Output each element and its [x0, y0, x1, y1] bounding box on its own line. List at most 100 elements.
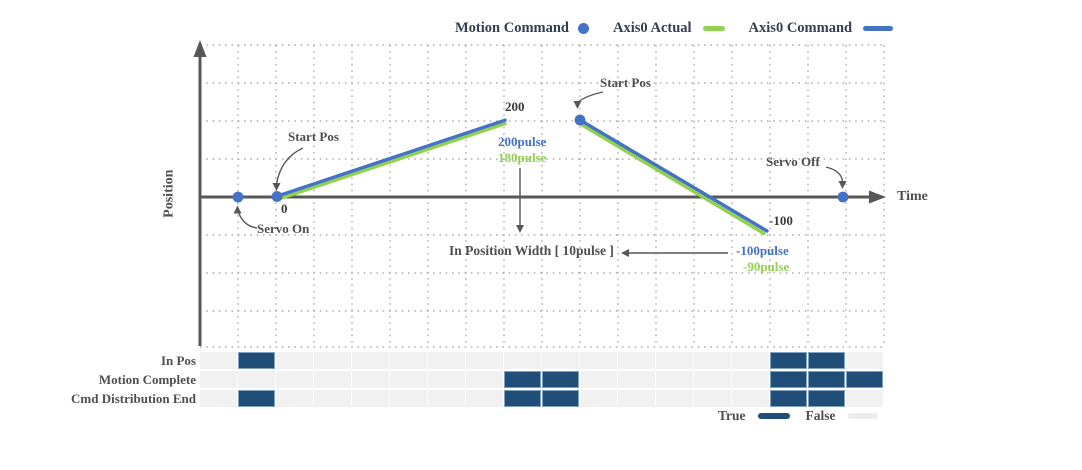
origin-value: 0	[281, 201, 288, 216]
true-swatch-icon	[757, 413, 790, 419]
signal-cell-false	[618, 371, 655, 388]
signal-cell-false	[390, 390, 427, 407]
signal-cell-false	[656, 371, 693, 388]
start-pos-1-label: Start Pos	[288, 129, 339, 144]
signal-cell-false	[618, 390, 655, 407]
signal-cell-false	[428, 352, 465, 369]
annotation-arrowheads	[233, 101, 847, 257]
servo-on-arrow	[237, 210, 258, 229]
signal-cell-false	[580, 352, 617, 369]
signal-cell-true	[770, 352, 807, 369]
actual-pulse-2-label: -90pulse	[743, 259, 790, 274]
signal-cell-true	[504, 390, 541, 407]
signal-cell-false	[542, 352, 579, 369]
signal-cell-true	[808, 371, 845, 388]
servo-on-label: Servo On	[257, 221, 310, 236]
y-axis-arrow-icon	[193, 40, 207, 57]
start-pos-1-dot	[271, 191, 283, 202]
signal-cell-true	[238, 390, 275, 407]
signal-label-motion-complete: Motion Complete	[98, 372, 196, 387]
signal-cell-true	[770, 390, 807, 407]
in-position-width-label: In Position Width [ 10pulse ]	[449, 243, 614, 258]
false-label: False	[805, 408, 836, 423]
annotation-arrows	[237, 91, 844, 254]
signal-row	[200, 371, 883, 388]
signal-label-cmd-distribution-end: Cmd Distribution End	[71, 391, 196, 406]
y-axis-label: Position	[161, 169, 177, 218]
signal-cell-false	[732, 352, 769, 369]
signal-cell-false	[466, 371, 503, 388]
actual-pulse-1-label: 180pulse	[498, 150, 547, 165]
signal-cell-true	[504, 371, 541, 388]
signal-cell-true	[770, 371, 807, 388]
legend-item-motion-command: Motion Command	[455, 20, 589, 37]
start-pos-2-dot	[574, 114, 586, 126]
legend-item-axis0-command: Axis0 Command	[749, 20, 894, 37]
arrowhead-icon	[233, 205, 242, 214]
command-pulse-2-label: -100pulse	[736, 243, 789, 258]
signal-cell-false	[200, 371, 237, 388]
signal-row	[200, 390, 883, 407]
signal-cell-true	[808, 390, 845, 407]
signal-cell-false	[580, 390, 617, 407]
signal-cell-false	[504, 352, 541, 369]
signal-label-in-pos: In Pos	[160, 353, 196, 368]
signal-cell-false	[846, 390, 883, 407]
signal-cell-false	[314, 390, 351, 407]
arrowhead-icon	[516, 225, 524, 233]
signal-cell-false	[694, 371, 731, 388]
signal-cell-false	[276, 371, 313, 388]
command-pulse-1-label: 200pulse	[498, 134, 547, 149]
legend-green-line-icon	[702, 26, 725, 31]
x-axis-arrow-icon	[869, 190, 886, 204]
start-pos-2-label: Start Pos	[600, 75, 651, 90]
signal-cell-false	[656, 390, 693, 407]
signal-cell-true	[542, 371, 579, 388]
axis0-command-line-1	[275, 118, 507, 198]
signal-cell-false	[390, 352, 427, 369]
false-swatch-icon	[847, 413, 878, 419]
signal-cell-true	[808, 352, 845, 369]
start-pos-1-arrow	[275, 147, 304, 185]
arrowhead-icon	[573, 101, 582, 109]
signal-cell-false	[200, 352, 237, 369]
arrowhead-icon	[838, 181, 847, 189]
signal-cell-false	[656, 352, 693, 369]
signal-cell-false	[352, 371, 389, 388]
start-pos-2-arrow	[578, 91, 604, 103]
signal-cell-false	[694, 390, 731, 407]
signal-cell-false	[846, 352, 883, 369]
signal-cell-false	[732, 371, 769, 388]
legend-blue-line-icon	[863, 26, 894, 31]
legend-item-axis0-actual: Axis0 Actual	[613, 20, 725, 37]
signal-cell-false	[276, 390, 313, 407]
signal-cell-false	[200, 390, 237, 407]
signal-cell-false	[428, 390, 465, 407]
signal-cell-false	[428, 371, 465, 388]
chart-legend: Motion Command Axis0 Actual Axis0 Comman…	[455, 20, 894, 37]
dotted-gridlines	[200, 44, 885, 348]
signal-cell-false	[618, 352, 655, 369]
trough-value: -100	[769, 213, 793, 228]
signal-cell-false	[276, 352, 313, 369]
signal-cell-false	[352, 390, 389, 407]
axis0-actual-line-1	[275, 121, 507, 202]
x-axis-label: Time	[897, 189, 928, 204]
arrowhead-icon	[272, 183, 281, 191]
signal-row	[200, 352, 883, 369]
arrowhead-icon	[621, 249, 629, 257]
signal-legend: True False	[718, 408, 878, 424]
signal-cell-true	[238, 352, 275, 369]
servo-off-label: Servo Off	[766, 154, 820, 169]
signal-cell-false	[694, 352, 731, 369]
timing-grid	[200, 352, 883, 409]
signal-cell-false	[352, 352, 389, 369]
peak-value: 200	[505, 99, 525, 114]
signal-cell-false	[314, 352, 351, 369]
legend-label-axis0-command: Axis0 Command	[748, 20, 853, 36]
legend-label-axis0-actual: Axis0 Actual	[613, 20, 692, 36]
signal-cell-false	[732, 390, 769, 407]
signal-cell-false	[314, 371, 351, 388]
signal-cell-false	[466, 352, 503, 369]
